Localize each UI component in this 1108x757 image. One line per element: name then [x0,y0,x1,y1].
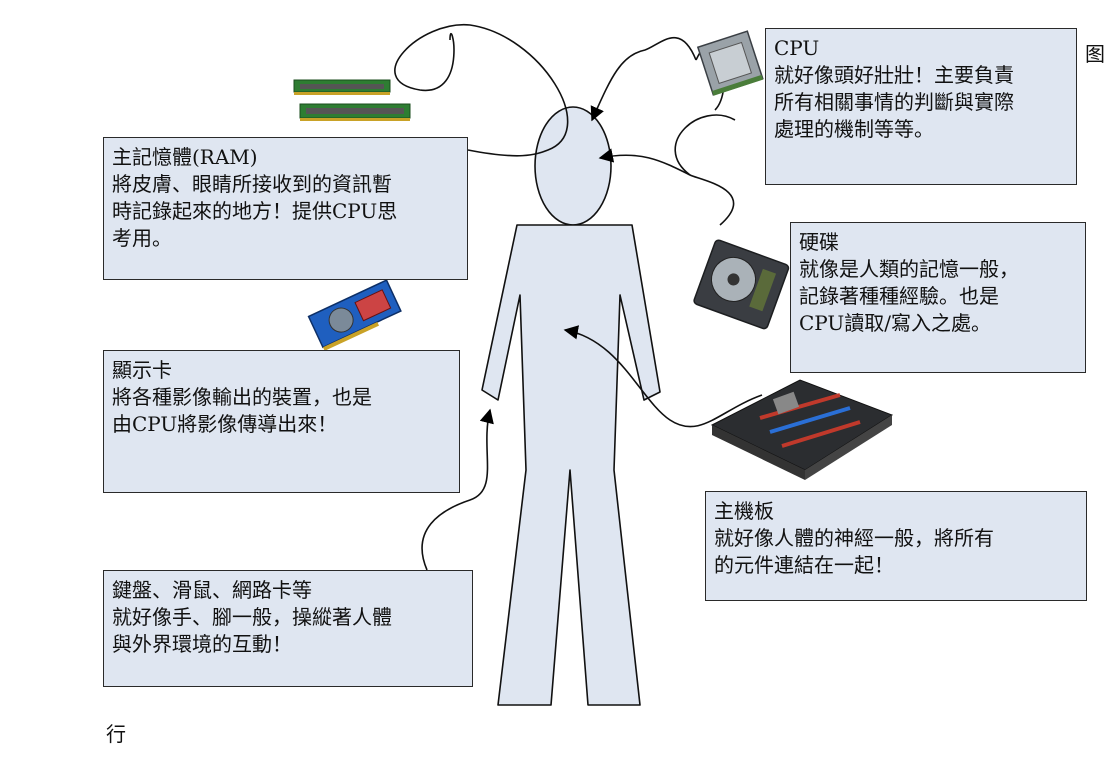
mobo-title: 主機板 [714,499,774,523]
io-desc-line: 就好像手、腳一般，操縱著人體 [112,605,392,629]
ram-desc-line: 將皮膚、眼睛所接收到的資訊暫 [112,172,392,196]
ram-connector [394,24,569,157]
io-title: 鍵盤、滑鼠、網路卡等 [112,578,312,602]
edge-glyph-bottom-left: 行 [106,722,126,746]
edge-glyph-top-right: 图 [1085,42,1105,66]
ram-title: 主記憶體(RAM) [112,145,258,169]
human-head [534,106,612,226]
cpu-connector-2b [674,114,736,176]
gpu-title: 顯示卡 [112,358,172,382]
hdd-box: 硬碟 就像是人類的記憶一般， 記錄著種種經驗。也是 CPU讀取/寫入之處。 [790,222,1086,373]
cpu-connector-2 [598,148,735,226]
cpu-desc-line: 所有相關事情的判斷與實際 [774,90,1014,114]
hdd-title: 硬碟 [799,230,839,254]
ram-box: 主記憶體(RAM) 將皮膚、眼睛所接收到的資訊暫 時記錄起來的地方！提供CPU思… [103,137,468,280]
ram-desc-line: 時記錄起來的地方！提供CPU思 [112,199,398,223]
cpu-desc-line: 處理的機制等等。 [774,117,934,141]
cpu-title: CPU [774,36,820,60]
cpu-connector-1 [590,36,697,122]
ram-desc-line: 考用。 [112,226,172,250]
gpu-image [307,279,402,351]
io-box: 鍵盤、滑鼠、網路卡等 就好像手、腳一般，操縱著人體 與外界環境的互動！ [103,570,473,687]
human-figure [481,106,661,706]
cpu-desc-line: 就好像頭好壯壯！主要負責 [774,63,1014,87]
cpu-box: CPU 就好像頭好壯壯！主要負責 所有相關事情的判斷與實際 處理的機制等等。 [765,28,1077,185]
mobo-desc-line: 就好像人體的神經一般，將所有 [714,526,994,550]
hdd-desc-line: 就像是人類的記憶一般， [799,257,1019,281]
ram-image [293,79,411,121]
mobo-image [710,379,894,480]
io-connector [421,408,494,571]
hdd-desc-line: 記錄著種種經驗。也是 [799,284,999,308]
gpu-box: 顯示卡 將各種影像輸出的裝置，也是 由CPU將影像傳導出來！ [103,350,460,493]
hdd-desc-line: CPU讀取/寫入之處。 [799,311,992,335]
gpu-desc-line: 將各種影像輸出的裝置，也是 [112,385,372,409]
io-desc-line: 與外界環境的互動！ [112,632,292,656]
mobo-box: 主機板 就好像人體的神經一般，將所有 的元件連結在一起！ [705,491,1087,601]
mobo-desc-line: 的元件連結在一起！ [714,553,894,577]
hdd-image [693,239,790,330]
mobo-connector [563,325,763,428]
cpu-image [696,30,764,96]
gpu-desc-line: 由CPU將影像傳導出來！ [112,412,338,436]
human-body [481,224,661,706]
